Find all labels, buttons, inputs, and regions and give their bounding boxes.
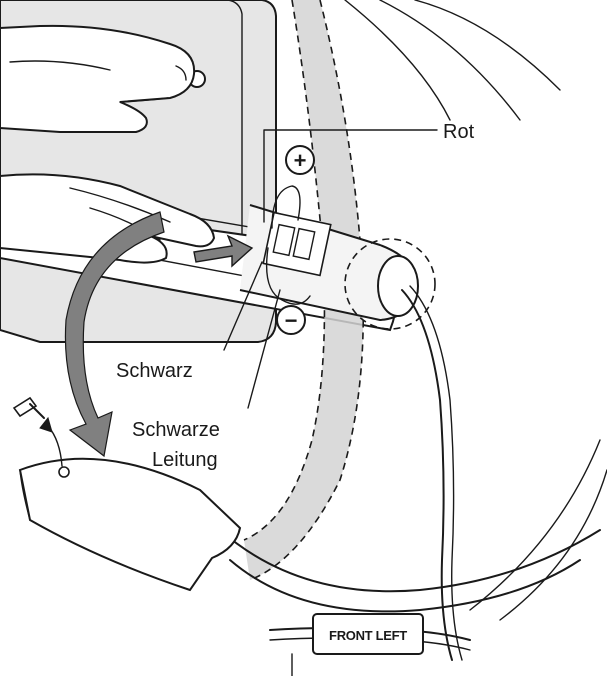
grille-band (243, 0, 365, 581)
panel-curves (219, 0, 607, 621)
minus-symbol: − (276, 305, 306, 335)
minus-text: − (285, 308, 298, 333)
insert-arrow (193, 234, 254, 268)
remove-cover-arrow (64, 211, 165, 458)
screw (12, 396, 63, 467)
label-schwarze-line1: Schwarze (132, 419, 220, 441)
terminal-minus (292, 227, 316, 261)
upper-hand (0, 24, 196, 133)
plus-symbol: + (285, 145, 315, 175)
label-schwarze-line2: Leitung (152, 449, 218, 471)
terminal-cover (18, 457, 242, 592)
red-wire (271, 185, 301, 229)
plus-text: + (294, 148, 307, 173)
label-schwarz: Schwarz (116, 360, 193, 382)
front-left-tag: FRONT LEFT (312, 613, 424, 655)
cable-run (401, 289, 453, 661)
leader-lines (223, 129, 438, 676)
black-wire (265, 247, 311, 305)
terminal-tube (239, 204, 436, 330)
terminal-plus (272, 223, 296, 257)
front-left-label: FRONT LEFT (329, 628, 407, 643)
screw-hole (58, 466, 70, 478)
zoom-circle (344, 238, 436, 330)
label-rot: Rot (443, 121, 475, 143)
leader-schwarz (223, 261, 263, 351)
leader-rot (263, 129, 438, 223)
leader-schwarze-leitung (247, 289, 281, 409)
